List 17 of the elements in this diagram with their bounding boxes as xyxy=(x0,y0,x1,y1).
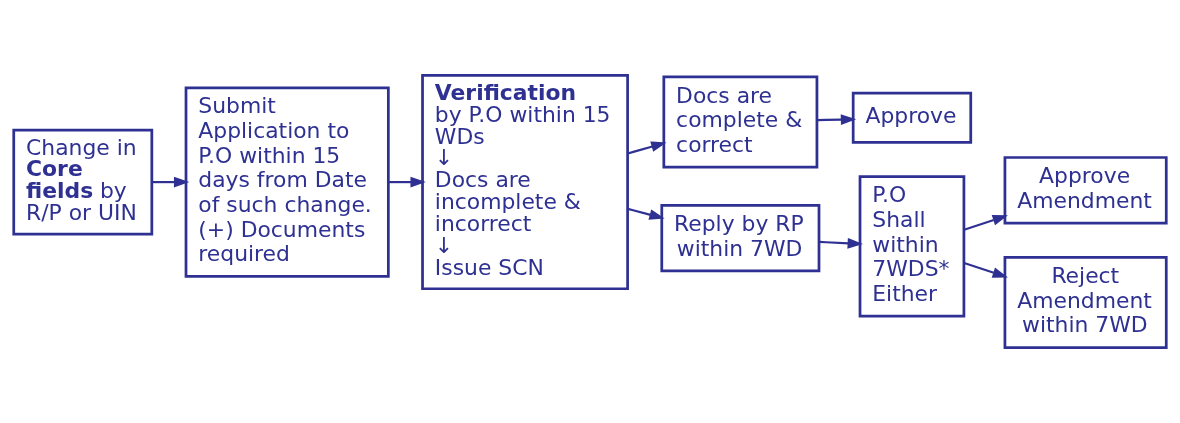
arrow xyxy=(963,215,1008,231)
arrow xyxy=(963,262,1008,278)
node-box: Verification by P.O within 15 WDs ↓ Docs are incomplete & incorrect ↓ Issue SCN xyxy=(421,74,629,291)
arrow xyxy=(627,207,665,220)
node-box: Reply by RP within 7WD xyxy=(660,204,821,273)
node-box: P.O Shall within 7WDS* Either xyxy=(858,175,966,318)
node-box: Approve Amendment xyxy=(1003,156,1168,225)
arrow xyxy=(819,237,863,249)
node-box: Change in Core fields by R/P or UIN xyxy=(12,128,154,236)
node-box: Docs are complete & correct xyxy=(662,75,819,169)
node-box: Approve xyxy=(851,91,973,144)
arrow xyxy=(817,114,857,125)
node-box: Submit Application to P.O within 15 days from Date of such change. (+) Documents required xyxy=(184,86,390,278)
node-box: Reject Amendment within 7WD xyxy=(1003,255,1168,349)
arrow xyxy=(151,176,190,188)
arrow xyxy=(388,176,426,188)
arrow xyxy=(627,141,667,155)
